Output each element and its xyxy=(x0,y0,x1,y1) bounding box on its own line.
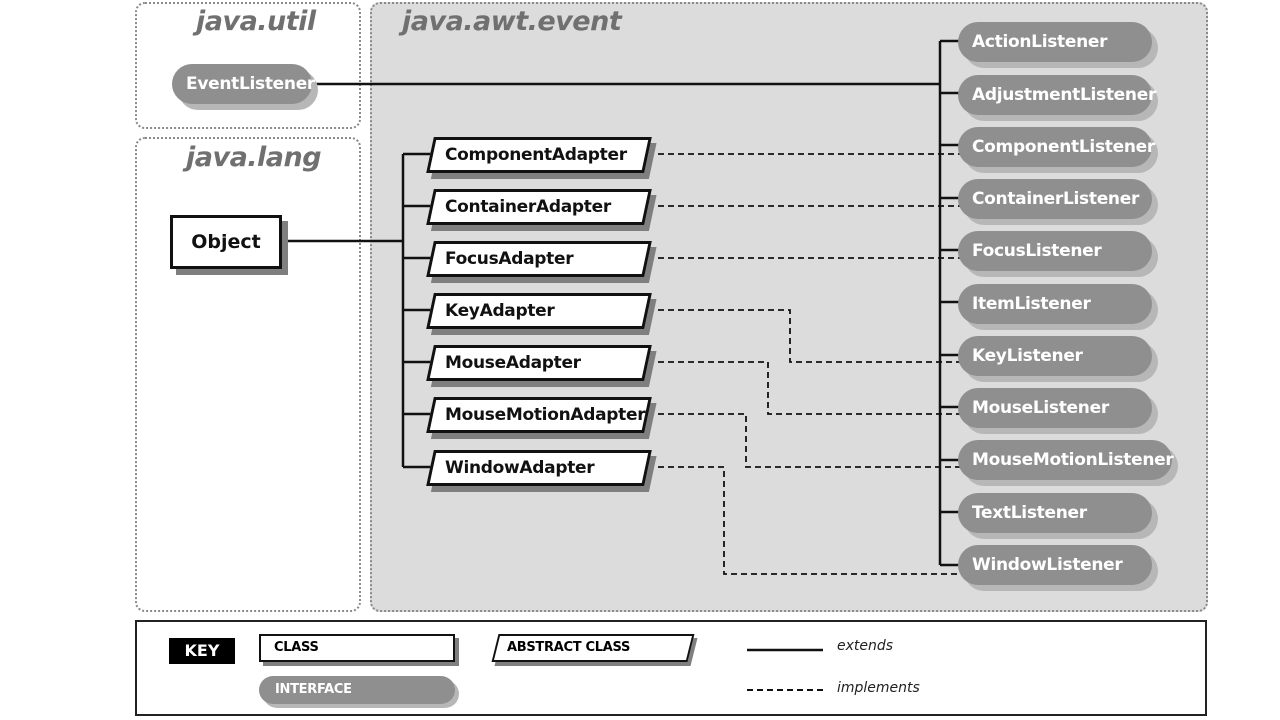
adapter-mousemotionadapter: MouseMotionAdapter xyxy=(426,397,652,433)
java-util-title: java.util xyxy=(196,6,316,37)
adapter-label: KeyAdapter xyxy=(445,301,555,321)
object-class: Object xyxy=(170,215,282,269)
listener-textlistener: TextListener xyxy=(958,493,1152,533)
adapter-mouseadapter: MouseAdapter xyxy=(426,345,652,381)
legend-class-sample: CLASS xyxy=(259,634,455,662)
adapter-label: MouseAdapter xyxy=(445,353,581,373)
legend-implements-label: implements xyxy=(837,680,920,696)
listener-focuslistener: FocusListener xyxy=(958,231,1152,271)
listener-adjustmentlistener: AdjustmentListener xyxy=(958,75,1156,115)
adapter-windowadapter: WindowAdapter xyxy=(426,450,652,486)
eventlistener-interface: EventListener xyxy=(172,64,315,104)
implements-line xyxy=(648,413,962,468)
implements-line xyxy=(648,309,962,363)
implements-line xyxy=(648,466,962,575)
listener-keylistener: KeyListener xyxy=(958,336,1152,376)
legend-title: KEY xyxy=(169,638,235,664)
adapter-label: ComponentAdapter xyxy=(445,145,627,165)
adapter-label: MouseMotionAdapter xyxy=(445,405,646,425)
listener-componentlistener: ComponentListener xyxy=(958,127,1155,167)
listener-containerlistener: ContainerListener xyxy=(958,179,1152,219)
legend-extends-label: extends xyxy=(837,638,894,654)
implements-lines xyxy=(648,153,962,575)
listener-itemlistener: ItemListener xyxy=(958,284,1152,324)
listener-mouselistener: MouseListener xyxy=(958,388,1152,428)
adapter-keyadapter: KeyAdapter xyxy=(426,293,652,329)
adapter-componentadapter: ComponentAdapter xyxy=(426,137,652,173)
adapter-containeradapter: ContainerAdapter xyxy=(426,189,652,225)
java-util-package xyxy=(135,2,361,129)
java-lang-package xyxy=(135,137,361,612)
legend-line-samples xyxy=(747,648,823,691)
adapter-label: WindowAdapter xyxy=(445,458,595,478)
listener-windowlistener: WindowListener xyxy=(958,545,1152,585)
implements-line xyxy=(648,361,962,415)
legend-abstract-class-sample: ABSTRACT CLASS xyxy=(491,634,695,662)
adapter-label: FocusAdapter xyxy=(445,249,574,269)
listener-mousemotionlistener: MouseMotionListener xyxy=(958,440,1174,480)
listener-actionlistener: ActionListener xyxy=(958,22,1152,62)
legend: KEY CLASS ABSTRACT CLASS INTERFACE exten… xyxy=(135,620,1207,716)
adapter-label: ContainerAdapter xyxy=(445,197,611,217)
legend-abstract-class-label: ABSTRACT CLASS xyxy=(507,640,631,655)
legend-interface-sample: INTERFACE xyxy=(259,676,455,704)
java-lang-title: java.lang xyxy=(186,142,322,173)
adapter-focusadapter: FocusAdapter xyxy=(426,241,652,277)
java-awt-event-title: java.awt.event xyxy=(402,6,622,37)
